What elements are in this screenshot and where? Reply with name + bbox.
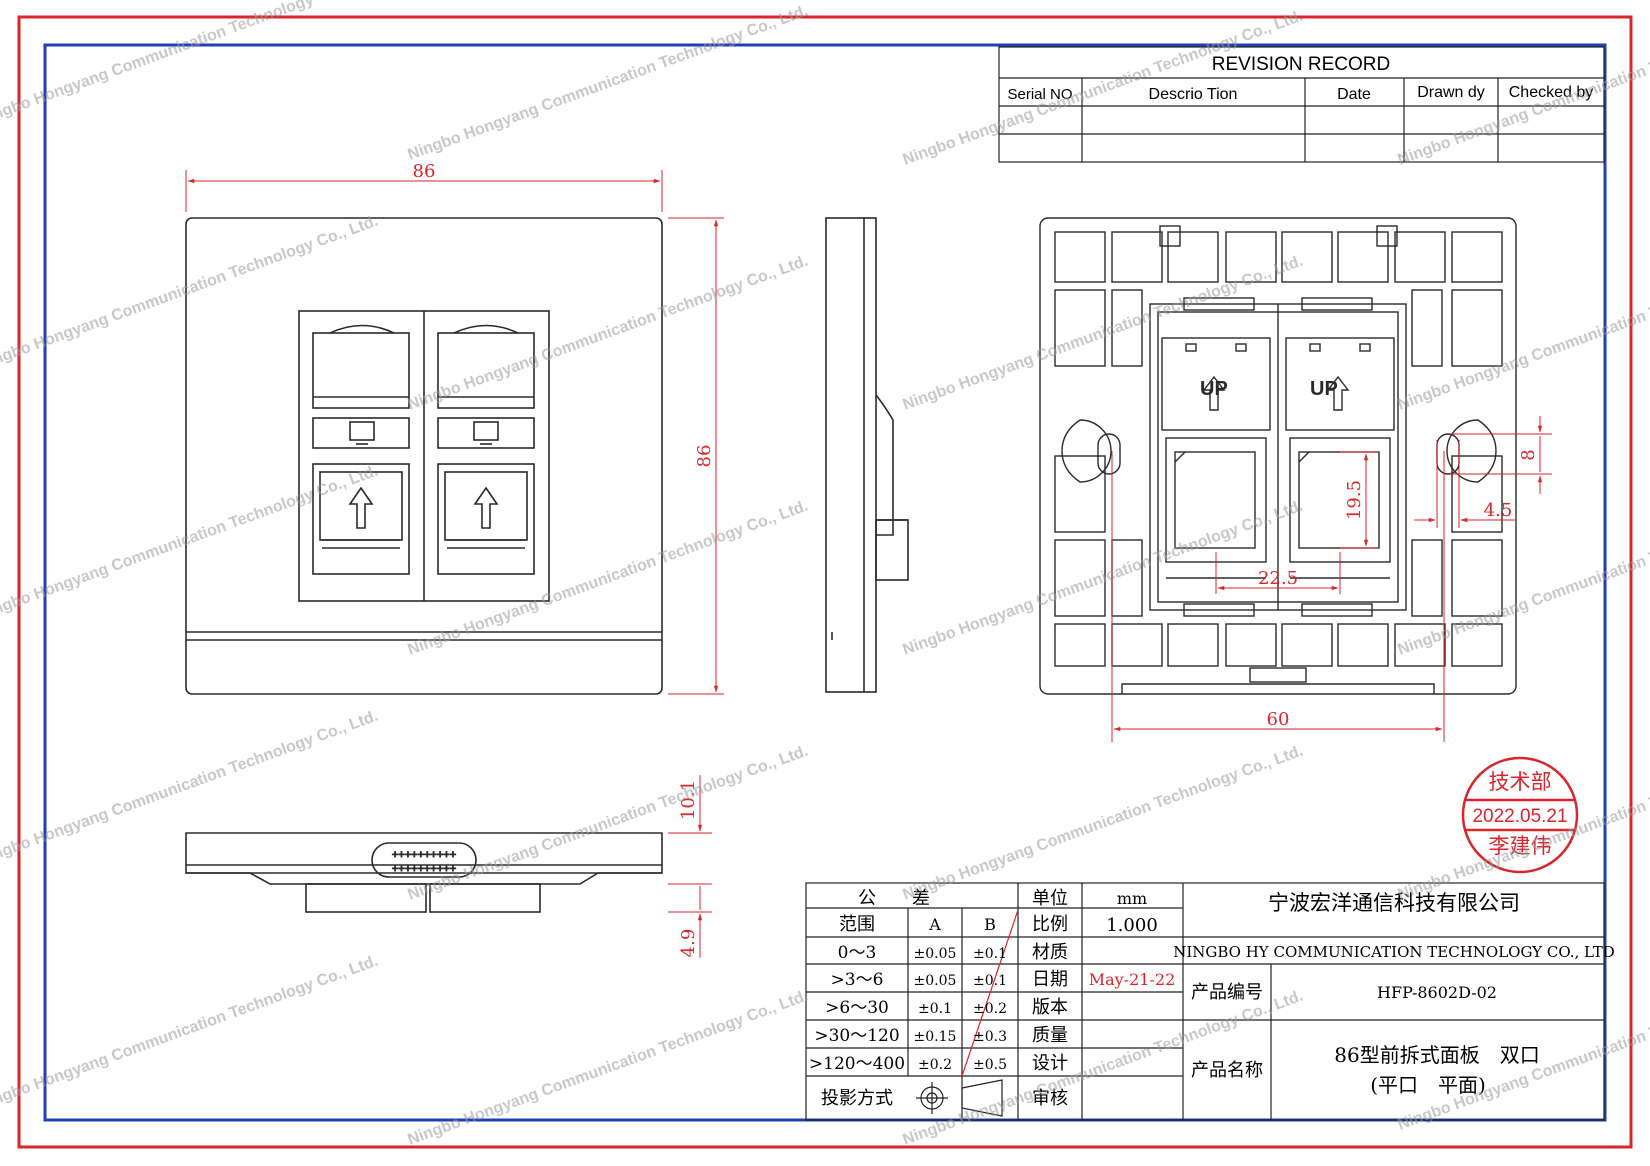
rev-col-drawn: Drawn dy xyxy=(1417,84,1485,101)
dim-front-width: 86 xyxy=(413,161,436,182)
rev-col-checked: Checked by xyxy=(1509,84,1594,101)
bottom-view xyxy=(185,832,663,913)
field-label-scale: 比例 xyxy=(1032,914,1068,935)
back-port-label-right: UP xyxy=(1310,378,1338,400)
dim-back-hole-width: 4.5 xyxy=(1484,500,1513,521)
tol-range-5: >120～400 xyxy=(809,1054,905,1074)
dim-back-slot-height: 19.5 xyxy=(1344,480,1365,520)
field-value-date: May-21-22 xyxy=(1089,970,1176,989)
product-name-line1: 86型前拆式面板 双口 xyxy=(1334,1043,1539,1067)
stamp-name: 李建伟 xyxy=(1489,835,1552,858)
tol-b-3: ±0.2 xyxy=(973,1001,1007,1017)
rev-col-date: Date xyxy=(1337,86,1371,103)
field-label-version: 版本 xyxy=(1032,997,1068,1018)
rev-col-desc: Descrio Tion xyxy=(1149,86,1238,103)
product-name-label: 产品名称 xyxy=(1191,1060,1263,1081)
product-no: HFP-8602D-02 xyxy=(1377,983,1497,1002)
dim-back-width: 60 xyxy=(1267,709,1290,730)
company-name-cn: 宁波宏洋通信科技有限公司 xyxy=(1268,891,1520,915)
watermark-text: Ningbo Hongyang Communication Technology… xyxy=(0,213,380,374)
field-label-design: 设计 xyxy=(1032,1053,1068,1074)
field-label-date: 日期 xyxy=(1032,969,1068,990)
company-name-en: NINGBO HY COMMUNICATION TECHNOLOGY CO., … xyxy=(1173,943,1615,961)
tol-b-1: ±0.1 xyxy=(973,946,1007,962)
revision-title: REVISION RECORD xyxy=(1212,54,1390,75)
projection-label: 投影方式 xyxy=(821,1088,893,1109)
rev-col-serial: Serial NO xyxy=(1007,86,1072,103)
watermark-text: Ningbo Hongyang Communication Technology… xyxy=(0,953,380,1114)
tol-a-5: ±0.2 xyxy=(918,1057,952,1073)
product-no-label: 产品编号 xyxy=(1191,982,1263,1003)
field-label-weight: 质量 xyxy=(1032,1025,1068,1046)
col-a: A xyxy=(928,915,941,934)
watermark-text: Ningbo Hongyang Communication Technology… xyxy=(901,8,1306,169)
watermark-text: Ningbo Hongyang Communication Technology… xyxy=(1396,498,1650,659)
field-label-review: 审核 xyxy=(1032,1088,1068,1109)
watermark-text: Ningbo Hongyang Communication Technology… xyxy=(406,988,811,1149)
field-label-material: 材质 xyxy=(1032,942,1068,963)
back-port-label-left: UP xyxy=(1200,378,1228,400)
dim-front-height: 86 xyxy=(694,445,715,468)
watermark-text: Ningbo Hongyang Communication Technology… xyxy=(901,253,1306,414)
product-name-line2: (平口 平面) xyxy=(1370,1073,1486,1097)
back-dimensions xyxy=(1111,416,1552,742)
watermark-text: Ningbo Hongyang Communication Technology… xyxy=(0,0,380,129)
back-view xyxy=(1039,217,1517,695)
dim-back-hole-height: 8 xyxy=(1518,449,1539,460)
front-dimensions xyxy=(185,170,724,695)
tol-a-4: ±0.15 xyxy=(914,1029,957,1045)
title-block xyxy=(805,882,1605,1121)
unit-value: mm xyxy=(1117,889,1147,908)
watermark-text: Ningbo Hongyang Communication Technology… xyxy=(901,743,1306,904)
watermark-text: Ningbo Hongyang Communication Technology… xyxy=(406,3,811,164)
tol-range-4: >30～120 xyxy=(814,1026,899,1046)
tol-b-4: ±0.3 xyxy=(973,1029,1007,1045)
dim-back-slot-gap: 22.5 xyxy=(1258,568,1298,589)
watermark-text: Ningbo Hongyang Communication Technology… xyxy=(406,743,811,904)
tol-range-1: 0～3 xyxy=(838,943,877,963)
tol-b-2: ±0.1 xyxy=(973,973,1007,989)
svg-text:++++++++++: ++++++++++ xyxy=(392,849,456,861)
tol-range-3: >6～30 xyxy=(825,998,889,1018)
tol-a-3: ±0.1 xyxy=(918,1001,952,1017)
watermark-text: Ningbo Hongyang Communication Technology… xyxy=(0,708,380,869)
tol-a-1: ±0.05 xyxy=(914,946,957,962)
col-b: B xyxy=(984,915,996,934)
col-range: 范围 xyxy=(839,914,875,935)
field-value-scale: 1.000 xyxy=(1106,915,1158,936)
watermark-text: Ningbo Hongyang Communication Technology… xyxy=(1396,253,1650,414)
tol-b-5: ±0.5 xyxy=(973,1057,1007,1073)
watermark-text: Ningbo Hongyang Communication Technology… xyxy=(0,463,380,624)
tol-range-2: >3～6 xyxy=(831,970,884,990)
dim-bottom-bottom: 4.9 xyxy=(678,929,699,958)
stamp-dept: 技术部 xyxy=(1489,771,1552,794)
bottom-connector-pins: ++++++++++ ++++++++++ xyxy=(391,849,456,876)
bottom-dimensions xyxy=(668,775,712,958)
approval-stamp xyxy=(1461,756,1579,874)
svg-text:++++++++++: ++++++++++ xyxy=(392,863,456,875)
unit-label: 单位 xyxy=(1032,888,1068,909)
tolerance-header: 公 差 xyxy=(858,888,930,909)
revision-record xyxy=(998,46,1605,163)
outer-border xyxy=(17,15,1633,1149)
side-view xyxy=(825,217,909,693)
tol-a-2: ±0.05 xyxy=(914,973,957,989)
stamp-date: 2022.05.21 xyxy=(1472,806,1567,827)
dim-bottom-top: 10.1 xyxy=(678,780,699,820)
watermark-text: Ningbo Hongyang Communication Technology… xyxy=(406,498,811,659)
front-view xyxy=(185,217,663,695)
